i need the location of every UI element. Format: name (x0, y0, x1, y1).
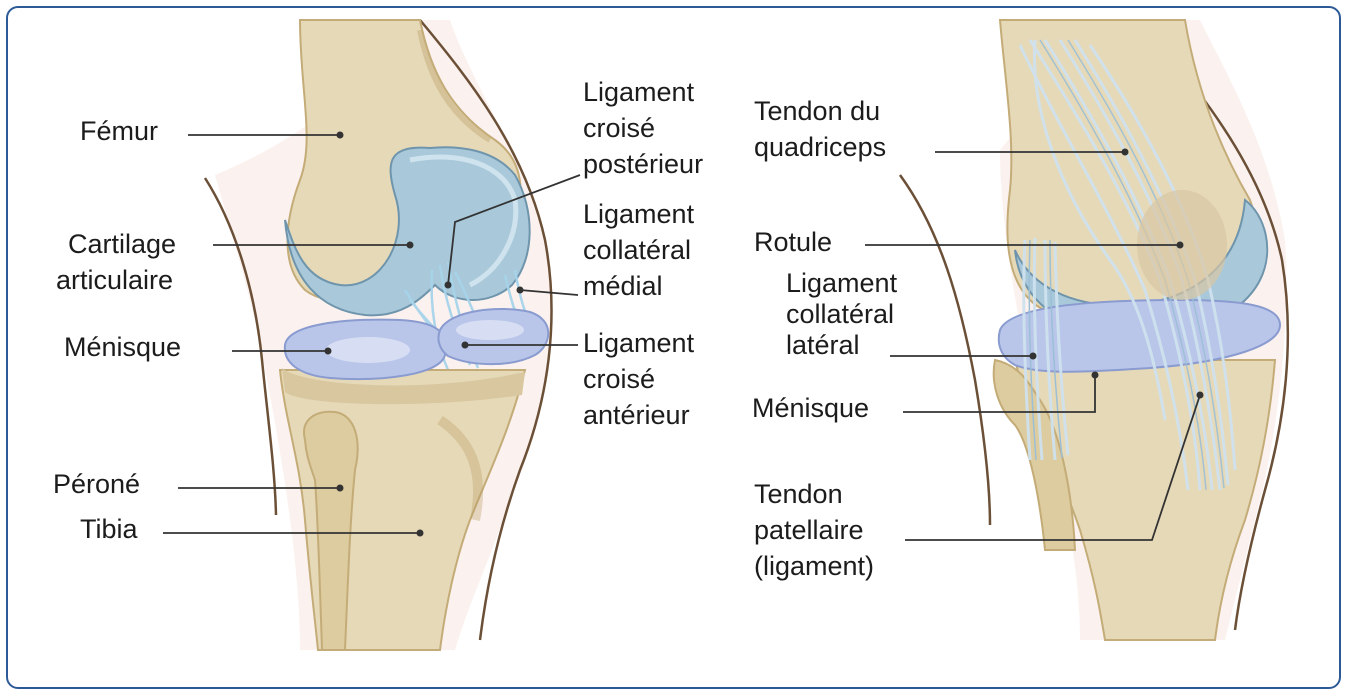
label-cartilage-line2: articulaire (56, 262, 176, 298)
label-perone: Péroné (53, 466, 140, 502)
label-lcl-line2: collatéral (786, 299, 897, 330)
label-rotule: Rotule (754, 224, 832, 260)
label-tendon-patellaire: Tendon patellaire (ligament) (754, 476, 874, 584)
label-lcp-line2: croisé (583, 110, 703, 146)
label-femur: Fémur (80, 113, 158, 149)
label-lcp-line3: postérieur (583, 146, 703, 182)
label-lcl-line3: latéral (786, 330, 897, 361)
label-tibia: Tibia (80, 511, 138, 547)
label-ligament-collateral-medial: Ligament collatéral médial (583, 196, 694, 304)
label-lcm-line1: Ligament (583, 196, 694, 232)
label-lcm-line3: médial (583, 268, 694, 304)
label-cartilage-line1: Cartilage (68, 226, 176, 262)
label-tendon-quadriceps: Tendon du quadriceps (754, 93, 886, 165)
label-tq-line1: Tendon du (754, 93, 886, 129)
label-tp-line3: (ligament) (754, 548, 874, 584)
label-cartilage: Cartilage articulaire (68, 226, 176, 298)
label-lca-line1: Ligament (583, 325, 694, 361)
label-lcl-line1: Ligament (786, 268, 897, 299)
label-ligament-croise-anterieur: Ligament croisé antérieur (583, 325, 694, 433)
label-lca-line3: antérieur (583, 397, 694, 433)
label-ligament-collateral-lateral: Ligament collatéral latéral (786, 268, 897, 361)
label-tp-line2: patellaire (754, 512, 874, 548)
label-menisque-left: Ménisque (64, 329, 181, 365)
label-lcp-line1: Ligament (583, 74, 703, 110)
label-menisque-right: Ménisque (752, 390, 869, 426)
label-tq-line2: quadriceps (754, 129, 886, 165)
label-tp-line1: Tendon (754, 476, 874, 512)
left-knee (205, 20, 552, 650)
label-lca-line2: croisé (583, 361, 694, 397)
label-lcm-line2: collatéral (583, 232, 694, 268)
right-knee (900, 20, 1288, 640)
label-ligament-croise-posterieur: Ligament croisé postérieur (583, 74, 703, 182)
